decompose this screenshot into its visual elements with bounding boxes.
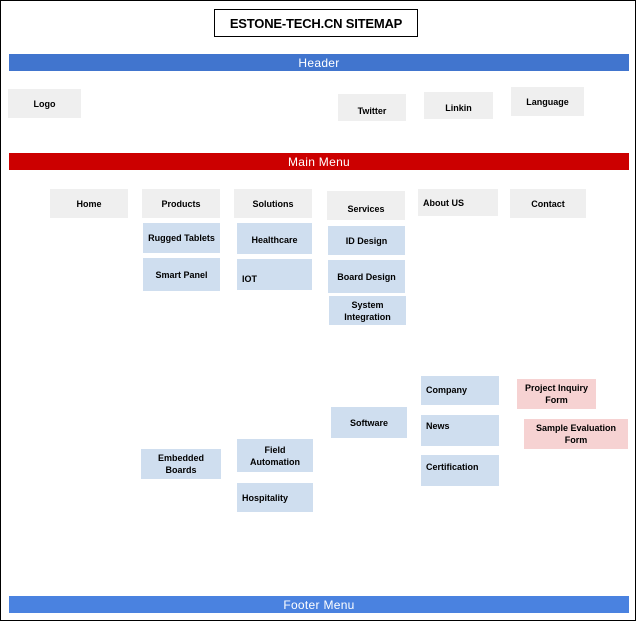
- band-footer-label: Footer Menu: [283, 597, 355, 612]
- node-solutions[interactable]: Solutions: [234, 189, 312, 218]
- node-twitter[interactable]: Twitter: [338, 94, 406, 121]
- diagram-title: ESTONE-TECH.CN SITEMAP: [229, 15, 403, 31]
- node-company-label: Company: [426, 385, 468, 395]
- node-products[interactable]: Products: [142, 189, 220, 218]
- node-sample-evaluation-form[interactable]: Sample Evaluation Form: [524, 419, 628, 449]
- node-contact-label: Contact: [531, 198, 565, 209]
- node-services[interactable]: Services: [327, 191, 405, 220]
- node-about-us-label: About US: [423, 197, 464, 208]
- node-healthcare[interactable]: Healthcare: [237, 223, 312, 254]
- node-field-automation[interactable]: Field Automation: [237, 439, 313, 472]
- node-software[interactable]: Software: [331, 407, 407, 438]
- node-healthcare-label: Healthcare: [251, 235, 298, 245]
- node-news[interactable]: News: [421, 415, 499, 446]
- node-system-integration-label: System Integration: [344, 299, 391, 322]
- node-linkin-label: Linkin: [445, 103, 472, 113]
- node-solutions-label: Solutions: [252, 198, 294, 209]
- node-language[interactable]: Language: [511, 87, 584, 116]
- node-software-label: Software: [349, 417, 388, 428]
- node-project-inquiry-form[interactable]: Project Inquiry Form: [517, 379, 596, 409]
- node-board-design[interactable]: Board Design: [328, 260, 405, 293]
- band-header-label: Header: [298, 55, 340, 70]
- node-smart-panel[interactable]: Smart Panel: [143, 258, 220, 291]
- node-logo-label: Logo: [33, 98, 56, 109]
- node-hospitality-label: Hospitality: [242, 492, 289, 503]
- band-main-menu-label: Main Menu: [287, 154, 351, 169]
- node-twitter-label: Twitter: [357, 106, 387, 116]
- band-footer: Footer Menu: [9, 596, 629, 613]
- diagram-title-box: ESTONE-TECH.CN SITEMAP: [214, 9, 418, 37]
- node-contact[interactable]: Contact: [510, 189, 586, 218]
- node-embedded-boards-label: Embedded Boards: [157, 453, 204, 475]
- node-sample-evaluation-form-label: Sample Evaluation Form: [535, 423, 617, 445]
- node-id-design-label: ID Design: [345, 235, 388, 246]
- node-home-label: Home: [76, 198, 102, 209]
- node-rugged-tablets-label: Rugged Tablets: [148, 233, 215, 243]
- band-header: Header: [9, 54, 629, 71]
- node-id-design[interactable]: ID Design: [328, 226, 405, 255]
- node-news-label: News: [426, 421, 450, 431]
- node-iot[interactable]: IOT: [237, 259, 312, 290]
- node-services-label: Services: [347, 204, 385, 214]
- node-smart-panel-label: Smart Panel: [155, 269, 208, 280]
- node-company[interactable]: Company: [421, 376, 499, 405]
- node-certification-label: Certification: [426, 462, 479, 472]
- node-rugged-tablets[interactable]: Rugged Tablets: [143, 223, 220, 253]
- node-about-us[interactable]: About US: [418, 189, 498, 216]
- node-embedded-boards[interactable]: Embedded Boards: [141, 449, 221, 479]
- node-products-label: Products: [161, 198, 201, 209]
- node-project-inquiry-form-label: Project Inquiry Form: [524, 383, 588, 405]
- node-logo[interactable]: Logo: [8, 89, 81, 118]
- band-main-menu: Main Menu: [9, 153, 629, 170]
- node-certification[interactable]: Certification: [421, 455, 499, 486]
- node-language-label: Language: [526, 96, 569, 107]
- node-iot-label: IOT: [242, 274, 257, 284]
- node-field-automation-label: Field Automation: [250, 444, 300, 467]
- node-home[interactable]: Home: [50, 189, 128, 218]
- node-linkin[interactable]: Linkin: [424, 92, 493, 119]
- node-hospitality[interactable]: Hospitality: [237, 483, 313, 512]
- node-board-design-label: Board Design: [337, 271, 396, 282]
- node-system-integration[interactable]: System Integration: [329, 296, 406, 325]
